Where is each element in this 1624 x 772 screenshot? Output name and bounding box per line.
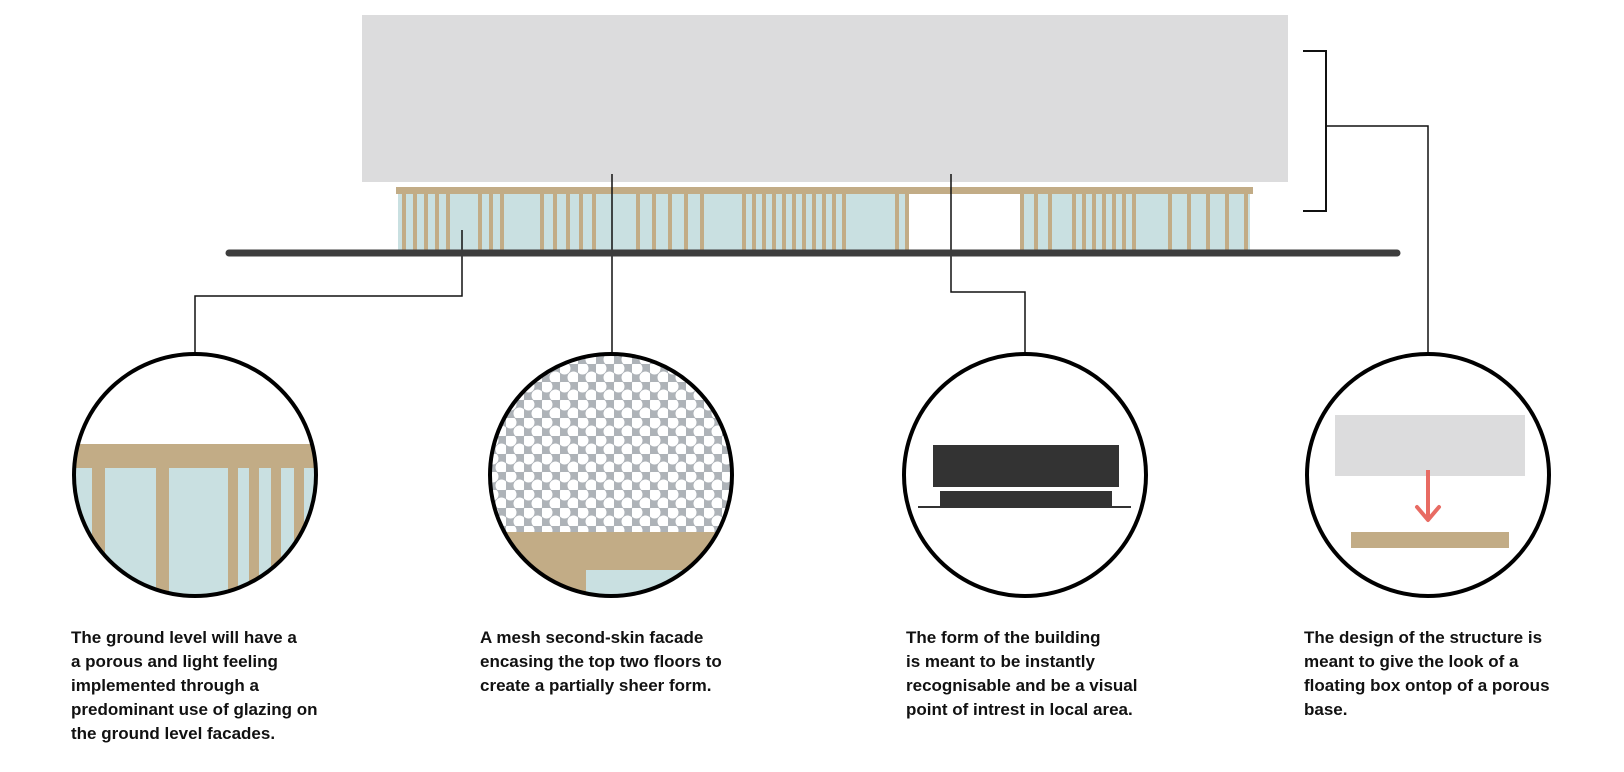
- caption-ground-level: The ground level will have a a porous an…: [71, 628, 318, 743]
- timber-mullion: [752, 193, 756, 251]
- timber-mullions: [402, 193, 1248, 251]
- timber-mullion: [1092, 193, 1096, 251]
- timber-mullion: [413, 193, 417, 251]
- timber-mullion: [566, 193, 570, 251]
- caption-building-form: The form of the building is meant to be …: [906, 628, 1138, 719]
- timber-mullion: [772, 193, 776, 251]
- building-form-icon: [902, 352, 1148, 598]
- upper-box-bracket: [1303, 50, 1327, 212]
- timber-mullion: [792, 193, 796, 251]
- timber-mullion: [1132, 193, 1136, 251]
- timber-mullion: [700, 193, 704, 251]
- leader-line-3: [950, 174, 1026, 354]
- timber-mullion: [553, 193, 557, 251]
- leader-line-4: [1326, 125, 1429, 354]
- timber-mullion: [446, 193, 450, 251]
- timber-mullion: [500, 193, 504, 251]
- glazing-detail-icon: [72, 352, 318, 598]
- timber-mullion: [684, 193, 688, 251]
- timber-mullion: [842, 193, 846, 251]
- timber-mullion: [895, 193, 899, 251]
- timber-beam: [396, 187, 1253, 194]
- upper-floating-box: [362, 15, 1288, 182]
- caption-floating-box: The design of the structure is meant to …: [1304, 628, 1550, 719]
- timber-mullion: [1244, 193, 1248, 251]
- timber-mullion: [1187, 193, 1191, 251]
- timber-mullion: [1112, 193, 1116, 251]
- leader-line-1: [194, 230, 463, 354]
- timber-mullion: [652, 193, 656, 251]
- timber-mullion: [668, 193, 672, 251]
- timber-mullion: [905, 193, 909, 251]
- timber-mullion: [435, 193, 439, 251]
- timber-mullion: [782, 193, 786, 251]
- timber-mullion: [424, 193, 428, 251]
- timber-mullion: [812, 193, 816, 251]
- timber-mullion: [1168, 193, 1172, 251]
- timber-mullion: [402, 193, 406, 251]
- timber-mullion: [1102, 193, 1106, 251]
- timber-mullion: [478, 193, 482, 251]
- timber-mullion: [762, 193, 766, 251]
- timber-mullion: [1082, 193, 1086, 251]
- timber-mullion: [1072, 193, 1076, 251]
- timber-mullion: [540, 193, 544, 251]
- timber-mullion: [822, 193, 826, 251]
- timber-mullion: [1034, 193, 1038, 251]
- timber-mullion: [1020, 193, 1024, 251]
- timber-mullion: [1122, 193, 1126, 251]
- caption-mesh-facade: A mesh second-skin facade encasing the t…: [480, 628, 722, 695]
- floating-box-icon: [1305, 352, 1551, 598]
- timber-mullion: [802, 193, 806, 251]
- timber-mullion: [832, 193, 836, 251]
- timber-mullion: [1225, 193, 1229, 251]
- timber-mullion: [1048, 193, 1052, 251]
- timber-mullion: [742, 193, 746, 251]
- timber-mullion: [489, 193, 493, 251]
- timber-mullion: [579, 193, 583, 251]
- timber-mullion: [1206, 193, 1210, 251]
- ground-level-facade: [396, 187, 1253, 251]
- timber-mullion: [636, 193, 640, 251]
- mesh-facade-detail-icon: [488, 352, 734, 598]
- timber-mullion: [592, 193, 596, 251]
